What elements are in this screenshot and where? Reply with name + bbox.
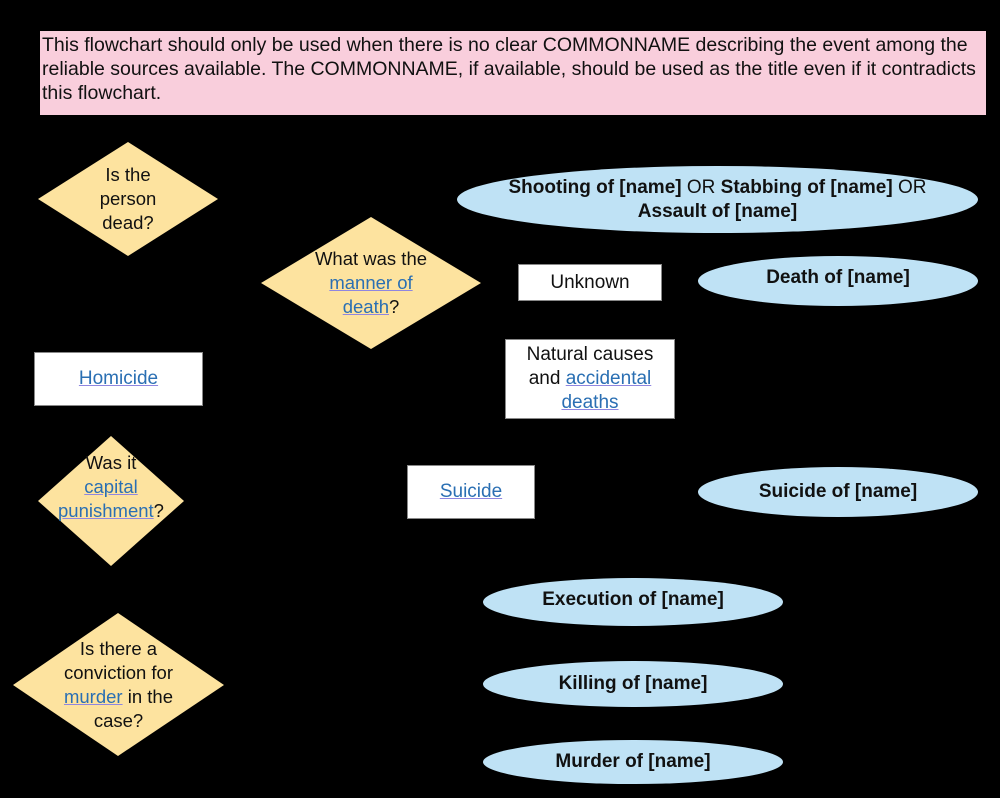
- result-or: OR: [681, 176, 721, 198]
- decision-text: Was it capital punishment?: [58, 451, 164, 523]
- decision-text-pre: Is there a conviction for: [64, 637, 173, 683]
- result-execution: Execution of [name]: [483, 578, 783, 626]
- homicide-link[interactable]: Homicide: [78, 368, 159, 389]
- decision-murder-conviction: Is there a conviction for murder in the …: [13, 613, 224, 756]
- decision-text: Is there a conviction for murder in the …: [43, 637, 194, 733]
- accidental-deaths-link[interactable]: accidental deaths: [561, 368, 652, 413]
- decision-text-post: ?: [389, 296, 400, 317]
- result-text: Shooting of [name] OR Stabbing of [name]…: [487, 176, 948, 224]
- decision-manner-of-death: What was the manner of death?: [261, 217, 481, 349]
- decision-diamond-shape: [261, 217, 481, 349]
- result-shooting: Shooting of [name]: [508, 176, 682, 198]
- decision-text-post: ?: [153, 500, 164, 521]
- option-suicide: Suicide: [407, 465, 535, 519]
- decision-diamond-shape: [13, 613, 224, 756]
- decision-diamond-shape: [38, 142, 218, 256]
- result-killing: Killing of [name]: [483, 661, 783, 707]
- decision-text-pre: What was the: [314, 248, 428, 269]
- decision-text-pre: Was it: [85, 452, 137, 473]
- result-text: Execution of [name]: [542, 589, 724, 610]
- result-text: Death of [name]: [766, 267, 910, 288]
- decision-diamond-shape: [38, 436, 184, 566]
- note-text: This flowchart should only be used when …: [42, 34, 976, 104]
- decision-capital-punishment: Was it capital punishment?: [38, 436, 184, 566]
- manner-of-death-link[interactable]: manner of death: [329, 272, 413, 317]
- result-text: Suicide of [name]: [758, 481, 918, 502]
- option-natural-causes: Natural causes and accidental deaths: [505, 339, 675, 419]
- result-stabbing: Stabbing of [name]: [720, 176, 893, 198]
- decision-text-post: in the case?: [93, 685, 173, 731]
- commonname-note: This flowchart should only be used when …: [40, 31, 986, 115]
- option-unknown: Unknown: [518, 264, 662, 301]
- option-text: Natural causes and accidental deaths: [514, 343, 666, 415]
- result-suicide: Suicide of [name]: [698, 467, 978, 517]
- decision-text: What was the manner of death?: [306, 247, 436, 319]
- result-text: Murder of [name]: [555, 751, 711, 772]
- result-shooting-stabbing-assault: Shooting of [name] OR Stabbing of [name]…: [457, 166, 978, 233]
- result-text: Killing of [name]: [558, 673, 708, 694]
- capital-punishment-link[interactable]: capital punishment: [58, 476, 154, 521]
- option-text: Unknown: [550, 271, 630, 293]
- result-death: Death of [name]: [698, 256, 978, 306]
- result-murder: Murder of [name]: [483, 740, 783, 784]
- decision-is-person-dead: Is the person dead?: [38, 142, 218, 256]
- result-assault: Assault of [name]: [637, 200, 798, 222]
- decision-text: Is the person dead?: [99, 164, 157, 233]
- murder-link[interactable]: murder: [63, 685, 123, 707]
- option-text-pre: Natural causes and: [526, 344, 654, 389]
- suicide-link[interactable]: Suicide: [439, 481, 503, 502]
- result-or: OR: [892, 176, 927, 198]
- option-homicide: Homicide: [34, 352, 203, 406]
